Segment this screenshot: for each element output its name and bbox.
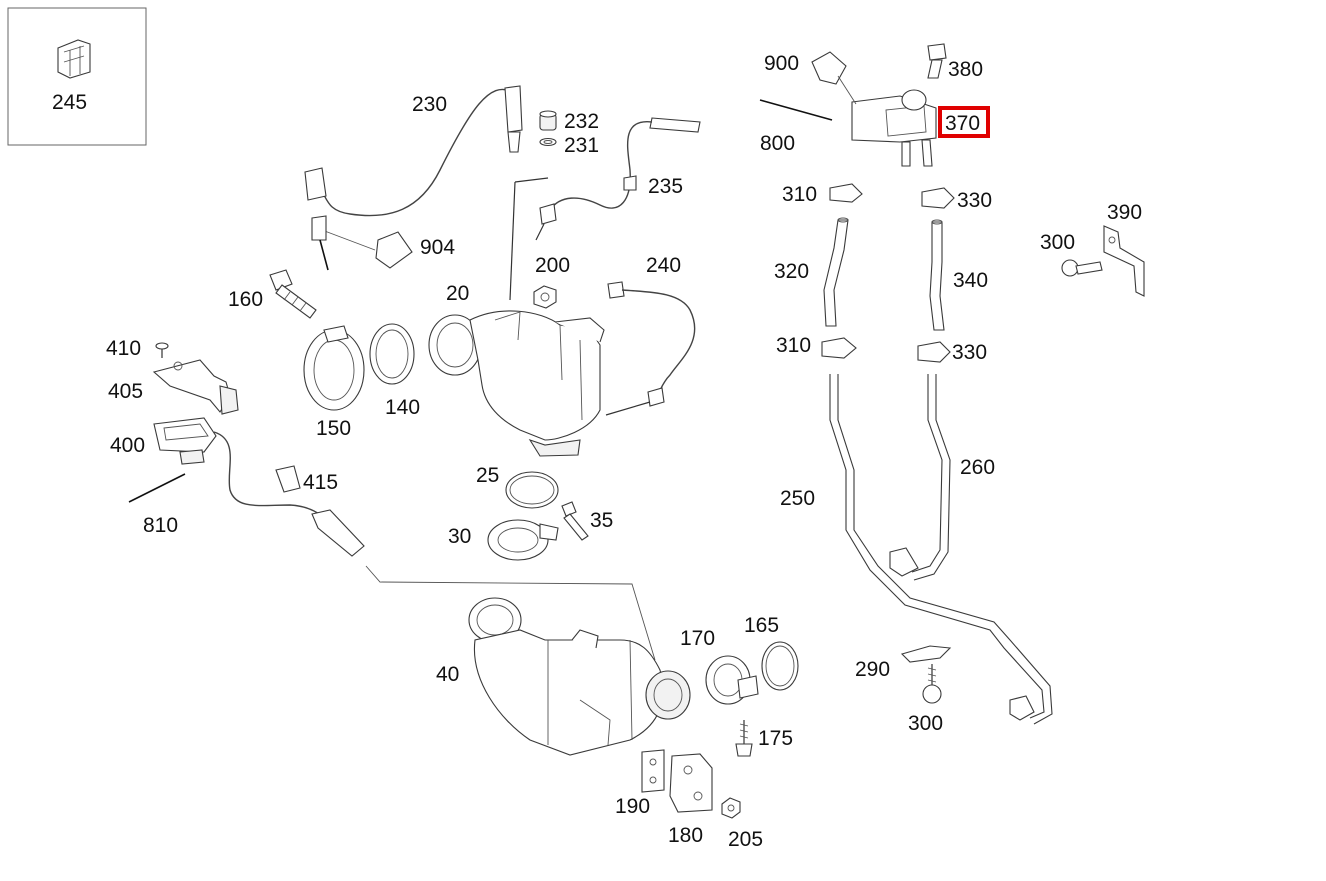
cover-900[interactable] — [811, 51, 857, 105]
callout-800[interactable]: 800 — [760, 132, 795, 155]
bolt-300-bottom[interactable] — [922, 664, 942, 704]
leader-810 — [128, 473, 186, 503]
clamp-310-top[interactable] — [829, 183, 863, 203]
screw-380[interactable] — [927, 43, 947, 79]
temperature-sensor-235[interactable] — [535, 117, 701, 241]
callout-904[interactable]: 904 — [420, 236, 455, 259]
clip-part-245 — [57, 39, 91, 79]
clamp-150[interactable] — [303, 325, 365, 411]
leader-sensor-to-40 — [365, 565, 656, 661]
callout-380[interactable]: 380 — [948, 58, 983, 81]
callout-205[interactable]: 205 — [728, 828, 763, 851]
callout-235[interactable]: 235 — [648, 175, 683, 198]
pipe-250[interactable] — [829, 374, 1053, 725]
callout-900[interactable]: 900 — [764, 52, 799, 75]
callout-405[interactable]: 405 — [108, 380, 143, 403]
callout-240[interactable]: 240 — [646, 254, 681, 277]
pressure-sensor-370[interactable] — [851, 89, 937, 167]
gasket-25[interactable] — [505, 471, 559, 509]
callout-165[interactable]: 165 — [744, 614, 779, 637]
bolt-300-top[interactable] — [1061, 259, 1103, 277]
callout-250[interactable]: 250 — [780, 487, 815, 510]
callout-200[interactable]: 200 — [535, 254, 570, 277]
highlight-box-370 — [938, 106, 990, 138]
callout-30[interactable]: 30 — [448, 525, 471, 548]
callout-160[interactable]: 160 — [228, 288, 263, 311]
callout-330-bottom[interactable]: 330 — [952, 341, 987, 364]
control-unit-400[interactable] — [153, 417, 365, 557]
callout-260[interactable]: 260 — [960, 456, 995, 479]
callout-310-bottom[interactable]: 310 — [776, 334, 811, 357]
bolt-35[interactable] — [561, 501, 589, 541]
nut-200[interactable] — [533, 285, 557, 309]
callout-231[interactable]: 231 — [564, 134, 599, 157]
bolt-160[interactable] — [269, 269, 317, 319]
callout-35[interactable]: 35 — [590, 509, 613, 532]
callout-330-top[interactable]: 330 — [957, 189, 992, 212]
plug-232[interactable] — [539, 110, 557, 131]
catalytic-converter-20[interactable] — [428, 310, 605, 457]
callout-300-top[interactable]: 300 — [1040, 231, 1075, 254]
clip-415[interactable] — [275, 465, 301, 493]
callout-20[interactable]: 20 — [446, 282, 469, 305]
inset-part-245[interactable]: 245 — [7, 7, 147, 146]
callout-40[interactable]: 40 — [436, 663, 459, 686]
callout-340[interactable]: 340 — [953, 269, 988, 292]
bracket-190[interactable] — [641, 749, 665, 793]
callout-190[interactable]: 190 — [615, 795, 650, 818]
clamp-330-bottom[interactable] — [917, 341, 951, 363]
bracket-390[interactable] — [1103, 225, 1145, 297]
callout-300-bottom[interactable]: 300 — [908, 712, 943, 735]
callout-150[interactable]: 150 — [316, 417, 351, 440]
gasket-140[interactable] — [369, 323, 415, 385]
hose-320[interactable] — [823, 217, 849, 327]
callout-25[interactable]: 25 — [476, 464, 499, 487]
callout-290[interactable]: 290 — [855, 658, 890, 681]
clamp-330-top[interactable] — [921, 187, 955, 209]
callout-320[interactable]: 320 — [774, 260, 809, 283]
callout-410[interactable]: 410 — [106, 337, 141, 360]
clamp-310-bottom[interactable] — [821, 337, 857, 359]
bracket-290[interactable] — [900, 645, 952, 663]
leader-800 — [759, 99, 833, 121]
particulate-filter-40[interactable] — [468, 597, 691, 756]
callout-310-top[interactable]: 310 — [782, 183, 817, 206]
bolt-175[interactable] — [735, 720, 753, 757]
hose-340[interactable] — [929, 219, 945, 331]
callout-810[interactable]: 810 — [143, 514, 178, 537]
seal-ring-231[interactable] — [539, 137, 557, 147]
callout-400[interactable]: 400 — [110, 434, 145, 457]
gasket-165[interactable] — [761, 641, 799, 691]
callout-140[interactable]: 140 — [385, 396, 420, 419]
bracket-405[interactable] — [152, 359, 239, 415]
callout-390[interactable]: 390 — [1107, 201, 1142, 224]
clamp-170[interactable] — [705, 655, 759, 705]
bracket-180[interactable] — [669, 753, 713, 813]
callout-245[interactable]: 245 — [52, 91, 87, 114]
callout-170[interactable]: 170 — [680, 627, 715, 650]
pipe-260[interactable] — [889, 374, 951, 581]
temperature-sensor-240[interactable] — [605, 281, 696, 416]
callout-232[interactable]: 232 — [564, 110, 599, 133]
screw-410[interactable] — [155, 342, 169, 358]
callout-180[interactable]: 180 — [668, 824, 703, 847]
callout-415[interactable]: 415 — [303, 471, 338, 494]
callout-175[interactable]: 175 — [758, 727, 793, 750]
callout-370[interactable]: 370 — [945, 112, 980, 135]
nut-205[interactable] — [721, 797, 741, 819]
callout-230[interactable]: 230 — [412, 93, 447, 116]
oxygen-sensor-230[interactable] — [304, 85, 549, 301]
clamp-30[interactable] — [487, 519, 559, 561]
